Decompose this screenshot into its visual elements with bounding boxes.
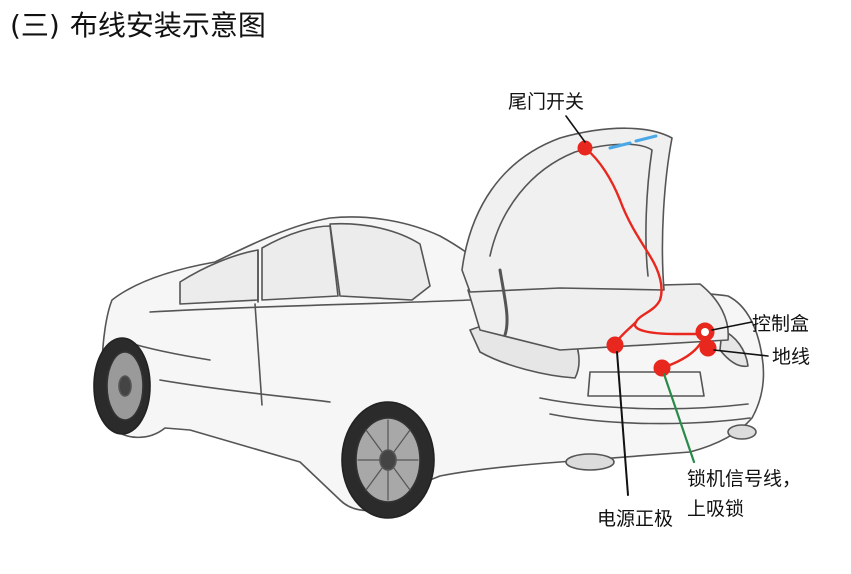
leader-tailgate-switch (565, 115, 586, 143)
car-side-window-rear (261, 225, 339, 301)
label-ground-wire: 地线 (772, 346, 810, 368)
node-power-positive (606, 336, 624, 354)
car-bumper-lower-line (549, 413, 751, 425)
label-power-positive: 电源正极 (597, 508, 673, 530)
car-exhaust-left (565, 453, 615, 471)
leader-lines (565, 115, 769, 496)
car-illustration (93, 127, 765, 519)
label-control-box: 控制盒 (752, 313, 809, 335)
node-control-box-center (701, 328, 709, 336)
node-tailgate-switch (577, 140, 593, 156)
car-tailgate-inner-panel (489, 143, 653, 277)
red-wire-main (583, 146, 707, 336)
car-sill-line (159, 379, 331, 403)
car-tailgate-lid (461, 127, 673, 293)
car-beltline (149, 299, 471, 313)
node-ground (699, 339, 717, 357)
car-rear-window (329, 222, 431, 301)
car-exhaust-right (727, 424, 757, 440)
label-lock-signal-line2: 上吸锁 (687, 498, 744, 520)
section-heading: (三) 布线安装示意图 (10, 6, 266, 46)
lid-clip-1 (608, 141, 632, 150)
leader-control-box (711, 321, 753, 331)
wiring (577, 140, 717, 377)
node-lock-signal (653, 359, 671, 377)
label-lock-signal-line1: 锁机信号线， (687, 468, 801, 490)
callout-labels: 尾门开关 控制盒 地线 锁机信号线， 上吸锁 电源正极 (508, 91, 810, 530)
leader-lock-signal (662, 372, 696, 464)
car-side-window-front (179, 249, 259, 305)
section-number: (三) (10, 9, 60, 42)
leader-power-positive (616, 351, 629, 496)
lid-clip-2 (634, 134, 658, 143)
car-rear-wheel (341, 401, 435, 519)
car-rear-bumper-line (539, 397, 749, 410)
car-door-seam (254, 303, 263, 406)
section-title: 布线安装示意图 (69, 9, 266, 42)
leader-ground (713, 349, 769, 357)
car-tailgate-strut (498, 268, 509, 337)
label-tailgate-switch: 尾门开关 (508, 91, 584, 113)
car-front-wheel (93, 337, 151, 435)
